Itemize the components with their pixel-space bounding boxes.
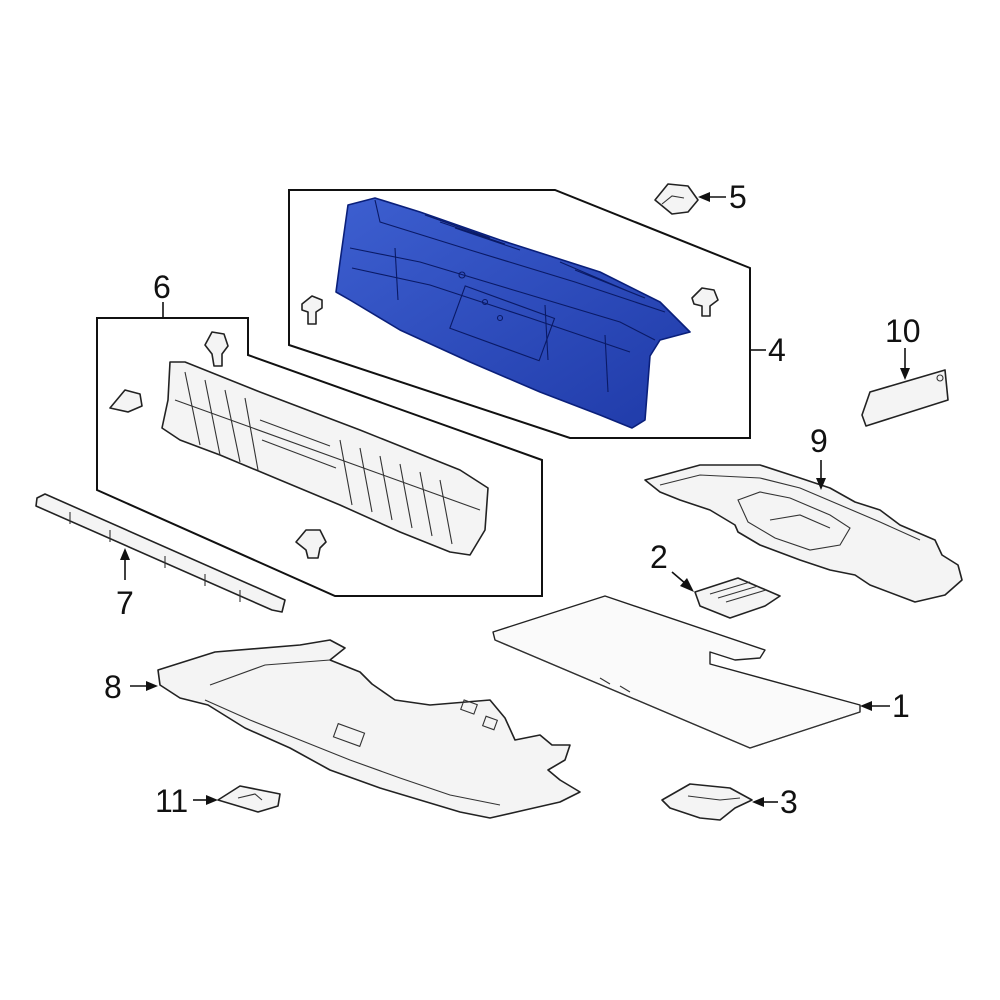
clip-bottom-part-6 <box>295 529 327 559</box>
callout-10: 10 <box>885 313 921 349</box>
part-7-sill-strip[interactable] <box>35 493 286 613</box>
leader-11 <box>193 795 218 805</box>
leader-5 <box>698 192 726 202</box>
part-10-side-plate[interactable] <box>861 369 949 427</box>
clip-left-part-6 <box>109 389 143 413</box>
part-5-clip-cover[interactable] <box>654 183 699 215</box>
group-outline-6 <box>96 317 543 597</box>
leader-8 <box>130 681 158 691</box>
leader-3 <box>752 797 778 807</box>
leader-10 <box>900 348 910 380</box>
callout-4: 4 <box>768 332 786 368</box>
part-1-cargo-floor-board[interactable] <box>492 595 861 749</box>
clip-top-part-6 <box>204 331 229 367</box>
part-8-floor-tray[interactable] <box>157 639 581 819</box>
part-6-retainer-bracket[interactable] <box>161 361 489 556</box>
callout-8: 8 <box>104 669 122 705</box>
callout-6: 6 <box>153 269 171 305</box>
callout-5: 5 <box>729 179 747 215</box>
callout-2: 2 <box>650 539 668 575</box>
callout-3: 3 <box>780 784 798 820</box>
group-outline-4 <box>288 189 751 439</box>
part-3-support-block[interactable] <box>661 783 753 821</box>
leader-7 <box>120 548 130 580</box>
callout-7: 7 <box>116 585 134 621</box>
leader-1 <box>860 701 890 711</box>
leader-2 <box>671 571 694 592</box>
part-2-vent-cover[interactable] <box>694 577 781 619</box>
clip-right-part-4 <box>691 287 719 317</box>
callout-11: 11 <box>155 783 188 819</box>
part-4-rear-trim-panel[interactable] <box>335 197 691 429</box>
leader-9 <box>816 460 826 490</box>
callout-9: 9 <box>810 423 828 459</box>
clip-left-part-4 <box>301 295 323 325</box>
callout-1: 1 <box>892 688 910 724</box>
part-9-storage-tub[interactable] <box>644 464 963 603</box>
part-11-plate[interactable] <box>217 785 281 813</box>
